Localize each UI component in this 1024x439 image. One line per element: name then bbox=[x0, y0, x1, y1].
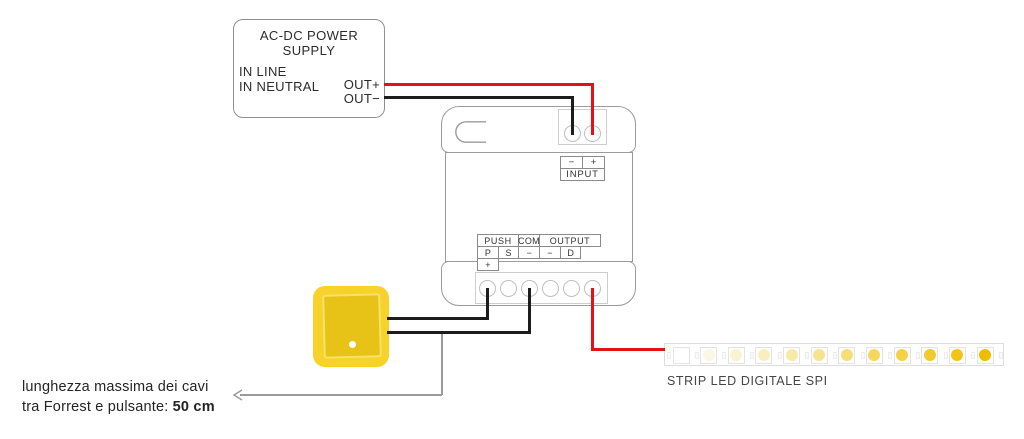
cable-length-note-line2: tra Forrest e pulsante: 50 cm bbox=[22, 398, 215, 415]
input-plus-label: + bbox=[582, 156, 605, 169]
terminal-s bbox=[500, 279, 517, 297]
output-pins-table: PUSH COM OUTPUT P S − − D + bbox=[477, 234, 602, 271]
led-chip bbox=[727, 346, 745, 364]
power-supply-title: AC-DC POWER SUPPLY bbox=[233, 28, 385, 58]
cable-length-value: 50 cm bbox=[172, 398, 215, 415]
power-supply-title-line2: SUPPLY bbox=[282, 42, 336, 58]
led-chip-dot bbox=[785, 349, 798, 361]
led-strip-chips bbox=[664, 343, 1004, 366]
led-chip-dot bbox=[730, 349, 743, 361]
led-chip-dot bbox=[675, 349, 687, 361]
led-chip bbox=[893, 346, 911, 364]
terminal-out-d bbox=[563, 279, 580, 297]
strip-solder-pad bbox=[860, 351, 865, 359]
strip-solder-pad bbox=[667, 351, 672, 359]
strip-solder-pad bbox=[805, 351, 810, 359]
wire-button-p-horizontal bbox=[387, 317, 489, 320]
wire-psu-outplus-horizontal bbox=[384, 82, 594, 86]
strip-solder-pad bbox=[777, 351, 782, 359]
led-chip bbox=[672, 346, 690, 364]
label-out-minus: OUT− bbox=[343, 91, 380, 106]
label-out-plus: OUT+ bbox=[343, 77, 380, 92]
led-chip bbox=[865, 346, 883, 364]
pin-out-plus-label: + bbox=[477, 258, 499, 271]
strip-solder-pad bbox=[971, 351, 976, 359]
terminal-out-minus bbox=[542, 279, 559, 297]
pin-out-minus-label: − bbox=[539, 246, 561, 259]
wire-button-p-vertical bbox=[486, 288, 489, 320]
input-label-table: − + INPUT bbox=[560, 156, 606, 181]
pin-com-minus-label: − bbox=[518, 246, 541, 259]
cable-length-note-line1: lunghezza massima dei cavi bbox=[22, 379, 209, 395]
led-chip-dot bbox=[757, 349, 770, 361]
led-chip-dot bbox=[951, 349, 964, 361]
pin-out-d-label: D bbox=[559, 246, 582, 259]
led-chip-dot bbox=[896, 349, 909, 361]
power-supply-title-line1: AC-DC POWER bbox=[259, 28, 359, 43]
mounting-slot-icon bbox=[455, 121, 486, 143]
wire-strip-horizontal bbox=[591, 348, 665, 351]
strip-solder-pad bbox=[750, 351, 755, 359]
led-chip-dot bbox=[702, 349, 715, 361]
led-chip-dot bbox=[979, 349, 992, 361]
wire-psu-outminus-horizontal bbox=[384, 95, 574, 99]
led-chip bbox=[948, 346, 966, 364]
strip-solder-pad bbox=[943, 351, 948, 359]
led-chip-dot bbox=[813, 349, 826, 361]
led-chip bbox=[755, 346, 773, 364]
arrow-left-icon bbox=[233, 389, 243, 401]
led-strip-label: STRIP LED DIGITALE SPI bbox=[667, 374, 828, 388]
strip-solder-pad bbox=[915, 351, 920, 359]
led-chip bbox=[810, 346, 828, 364]
led-chip-dot bbox=[923, 349, 936, 361]
strip-solder-pad bbox=[694, 351, 699, 359]
wire-strip-vertical bbox=[591, 288, 594, 351]
wire-psu-outplus-vertical bbox=[591, 82, 594, 135]
cable-length-note: lunghezza massima dei cavi tra Forrest e… bbox=[22, 378, 215, 417]
strip-solder-pad bbox=[888, 351, 893, 359]
led-chip-dot bbox=[868, 349, 881, 361]
wire-button-com-vertical bbox=[528, 288, 531, 334]
led-chip bbox=[700, 346, 718, 364]
measure-line-vertical bbox=[441, 333, 443, 395]
led-chip-dot bbox=[840, 349, 853, 361]
input-label: INPUT bbox=[560, 168, 605, 181]
measure-line-horizontal bbox=[240, 394, 442, 396]
strip-solder-pad bbox=[998, 351, 1003, 359]
strip-solder-pad bbox=[722, 351, 727, 359]
led-chip bbox=[838, 346, 856, 364]
push-button-rocker bbox=[322, 293, 382, 359]
led-chip bbox=[921, 346, 939, 364]
pin-s-label: S bbox=[497, 246, 520, 259]
label-in-neutral: IN NEUTRAL bbox=[239, 79, 320, 94]
led-chip bbox=[783, 346, 801, 364]
strip-solder-pad bbox=[833, 351, 838, 359]
label-in-line: IN LINE bbox=[239, 64, 287, 79]
led-chip bbox=[976, 346, 994, 364]
wire-psu-outminus-vertical bbox=[571, 95, 574, 135]
power-supply-box bbox=[233, 19, 385, 118]
wire-button-com-horizontal bbox=[387, 331, 531, 334]
push-button-indicator-dot bbox=[349, 341, 356, 348]
